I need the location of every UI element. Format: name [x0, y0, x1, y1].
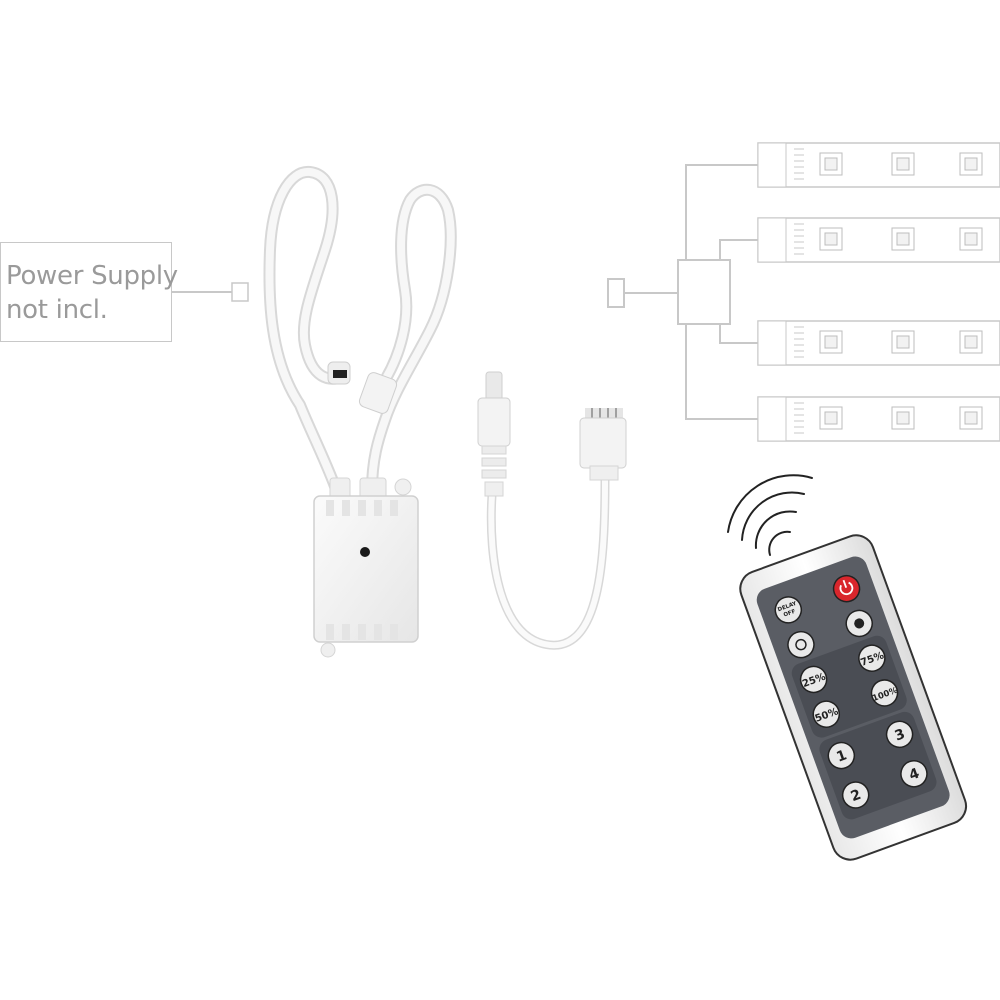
remote-control: DELAY OFF 25% 75% 50%: [739, 534, 968, 861]
power-supply-line1: Power Supply: [6, 261, 178, 291]
power-supply-label: Power Supply not incl.: [0, 242, 178, 342]
channel-1-button[interactable]: 1: [825, 739, 858, 772]
brightness-down-icon: [795, 638, 807, 651]
led-strip-3: [757, 320, 1000, 366]
level-50-button[interactable]: 50%: [810, 698, 843, 731]
channel-2-button[interactable]: 2: [839, 778, 872, 811]
delay-off-button[interactable]: DELAY OFF: [772, 593, 805, 626]
led-strip-4: [757, 396, 1000, 442]
controller-cables: [263, 166, 457, 501]
ir-receiver-icon: [360, 547, 370, 557]
led-strip-1: [757, 142, 1000, 188]
level-75-button[interactable]: 75%: [855, 642, 888, 675]
brightness-up-button[interactable]: [843, 607, 876, 640]
channel-4-button[interactable]: 4: [897, 757, 930, 790]
led-strip-2: [757, 217, 1000, 263]
power-button[interactable]: [830, 572, 863, 605]
adapter-cable: [477, 371, 627, 650]
wiring-diagram: [607, 164, 758, 420]
power-supply-line2: not incl.: [6, 295, 108, 325]
ir-controller-box: [313, 477, 419, 658]
wireless-signal-icon: [727, 474, 813, 556]
level-25-button[interactable]: 25%: [797, 663, 830, 696]
power-supply-connector: [172, 282, 249, 302]
brightness-up-icon: [854, 618, 865, 629]
svg-text:OFF: OFF: [783, 609, 797, 619]
channel-3-button[interactable]: 3: [883, 718, 916, 751]
power-icon: [839, 581, 854, 596]
level-100-button[interactable]: 100%: [868, 676, 902, 710]
brightness-down-button[interactable]: [784, 628, 817, 661]
